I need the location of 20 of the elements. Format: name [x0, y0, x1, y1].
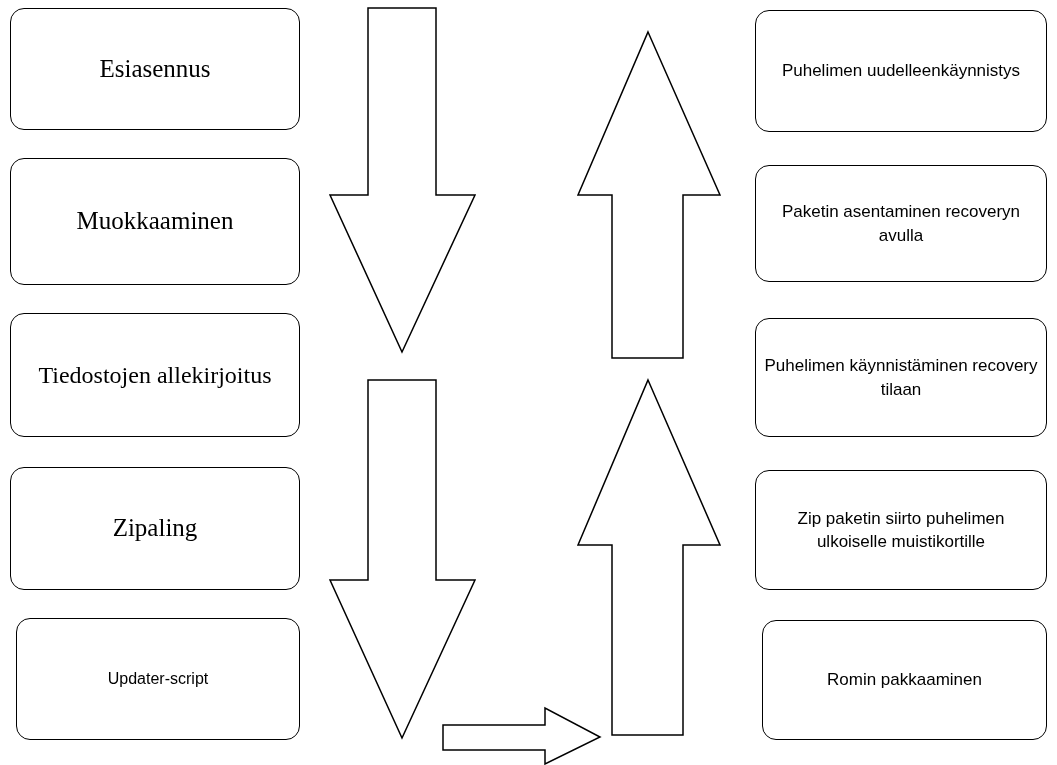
process-box	[10, 158, 300, 285]
box-text: Puhelimen käynnistäminen recovery tilaan	[764, 355, 1038, 401]
box-text: Zip paketin siirto puhelimen ulkoiselle muistikortille	[796, 507, 1006, 553]
process-box	[755, 165, 1047, 282]
process-box	[755, 10, 1047, 132]
box-text: Romin pakkaaminen	[827, 669, 982, 692]
process-box	[10, 313, 300, 437]
box-text: Paketin asentaminen recoveryn avulla	[780, 201, 1022, 247]
box-text: Zipaling	[112, 513, 198, 544]
process-box	[755, 470, 1047, 590]
process-box	[762, 620, 1047, 740]
box-text: Tiedostojen allekirjoitus	[38, 360, 272, 390]
process-box	[10, 8, 300, 130]
process-box	[16, 618, 300, 740]
process-box	[755, 318, 1047, 437]
box-text: Muokkaaminen	[76, 206, 234, 237]
process-box	[10, 467, 300, 590]
box-text: Puhelimen uudelleenkäynnistys	[781, 60, 1021, 83]
box-text: Esiasennus	[99, 53, 211, 84]
box-text: Updater-script	[107, 669, 209, 689]
